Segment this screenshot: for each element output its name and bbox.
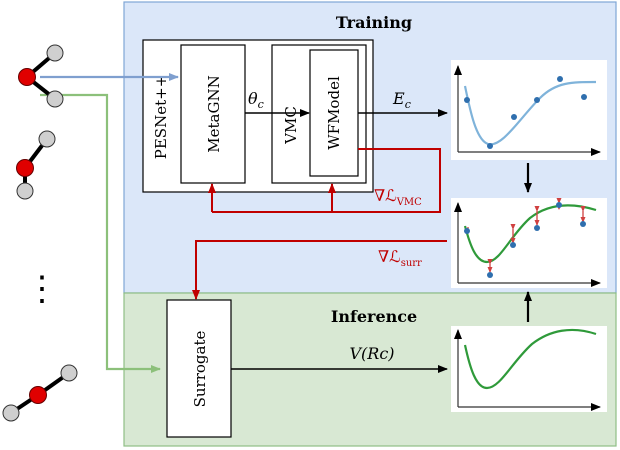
inference-title: Inference — [331, 307, 417, 326]
wfmodel-box — [309, 49, 359, 177]
energy-point — [556, 202, 562, 208]
energy-point — [511, 114, 517, 120]
atom-gray — [46, 44, 64, 62]
surr-gradient-path — [195, 240, 447, 298]
molecule-1 — [18, 44, 64, 108]
energy-point — [580, 221, 586, 227]
vmc-gradient-path — [212, 148, 441, 213]
atom-gray — [60, 364, 78, 382]
metagnn-box — [180, 44, 246, 184]
energy-curve — [463, 80, 597, 146]
atom-red — [29, 386, 47, 404]
surrogate-fit-plot — [451, 198, 607, 288]
pesnet-label: PESNet++ — [152, 75, 170, 160]
atom-gray — [38, 130, 56, 148]
wfmodel-label: WFModel — [325, 76, 343, 150]
energy-point — [534, 225, 540, 231]
energy-point — [581, 94, 587, 100]
atom-gray — [46, 90, 64, 108]
inference-curve — [463, 328, 597, 390]
energy-point — [464, 97, 470, 103]
energy-point — [534, 97, 540, 103]
molecule-3 — [2, 364, 78, 422]
vmc-label: VMC — [282, 106, 300, 145]
v-output-label: V(Rc) — [349, 344, 394, 363]
vmc-gradient-label: ∇ℒVMC — [374, 186, 422, 208]
atom-red — [18, 68, 36, 86]
molecule-ellipsis: ⋮ — [25, 269, 59, 309]
energy-label: Ec — [392, 89, 411, 111]
metagnn-label: MetaGNN — [205, 75, 223, 152]
atom-gray — [16, 182, 34, 200]
surr-gradient-label: ∇ℒsurr — [378, 247, 422, 269]
inference-plot — [451, 326, 607, 412]
surrogate-label: Surrogate — [191, 331, 209, 408]
energy-point — [487, 272, 493, 278]
molecule-2 — [16, 130, 56, 200]
energy-point — [487, 143, 493, 149]
green-input-path — [40, 93, 161, 373]
atom-red — [16, 159, 34, 177]
energy-point — [510, 242, 516, 248]
energy-point — [464, 228, 470, 234]
energy-plot — [451, 60, 607, 160]
training-title: Training — [336, 13, 412, 32]
surrogate-box — [166, 299, 232, 438]
theta-label: θc — [248, 89, 264, 111]
energy-point — [557, 76, 563, 82]
atom-gray — [2, 404, 20, 422]
